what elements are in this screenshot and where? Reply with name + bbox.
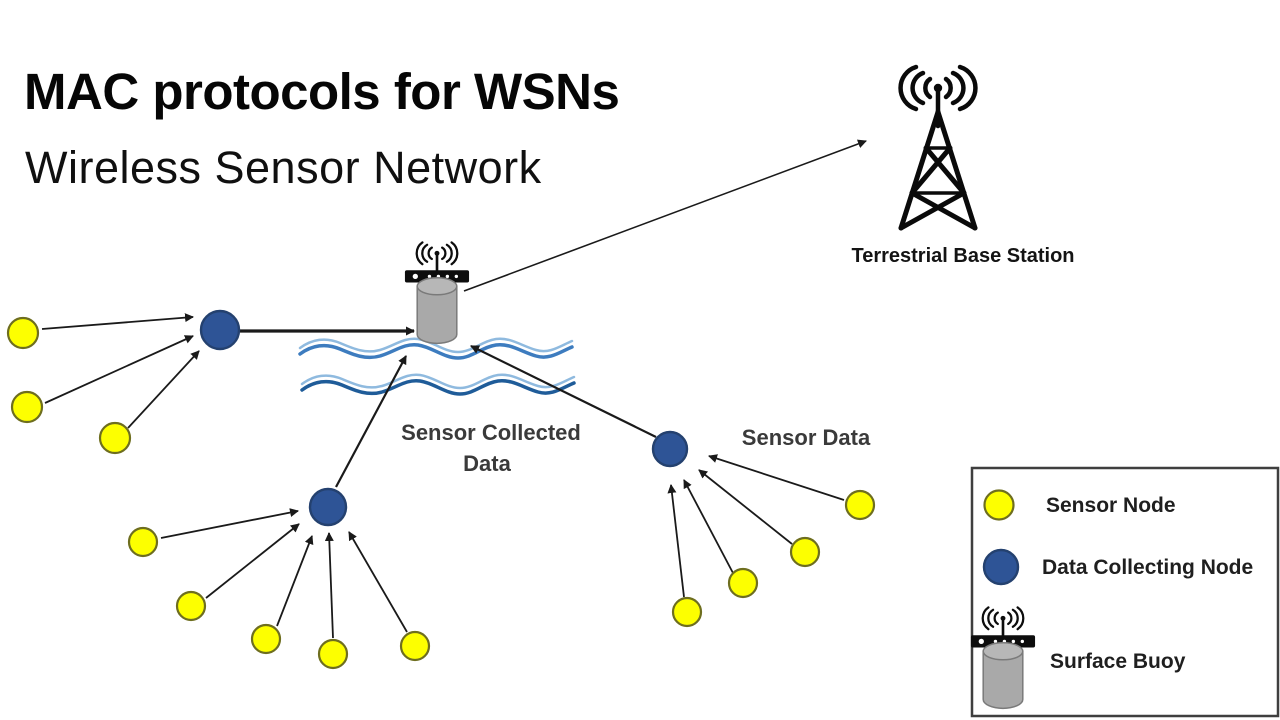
legend-label-sensor-node: Sensor Node	[1046, 494, 1176, 517]
data-flow-arrow	[708, 454, 845, 501]
legend-item-surface-buoy: Surface Buoy	[970, 606, 1186, 710]
sensor-collected-data-label-line2: Data	[463, 451, 511, 476]
data-flow-arrow	[683, 479, 734, 574]
legend-box: Sensor Node Data Collecting Node Surface…	[970, 466, 1280, 718]
sensor-node	[844, 489, 876, 521]
sensor-node	[671, 596, 703, 628]
data-collecting-node-swatch	[982, 548, 1020, 586]
water-waves	[298, 337, 576, 396]
surface-buoy-icon	[404, 241, 470, 345]
sensor-node	[6, 316, 40, 350]
data-flow-arrows	[41, 139, 867, 639]
sensor-data-label: Sensor Data	[742, 425, 871, 450]
legend-item-data-collecting-node: Data Collecting Node	[982, 548, 1253, 586]
sensor-node	[10, 390, 44, 424]
sensor-collected-data-label-line1: Sensor Collected	[401, 420, 581, 445]
page-title: MAC protocols for WSNs	[24, 63, 620, 120]
data-flow-arrow	[44, 335, 194, 404]
data-flow-arrow	[348, 531, 408, 633]
data-flow-arrow	[470, 345, 657, 438]
sensor-node	[175, 590, 207, 622]
sensor-node	[317, 638, 349, 670]
data-flow-arrow	[667, 484, 685, 598]
sensor-node	[399, 630, 431, 662]
sensor-node	[98, 421, 132, 455]
data-flow-arrow	[463, 139, 867, 292]
legend-item-sensor-node: Sensor Node	[983, 489, 1176, 521]
sensor-node-swatch	[983, 489, 1015, 521]
sensor-node	[727, 567, 759, 599]
data-flow-arrow	[160, 508, 299, 539]
legend-label-data-collecting-node: Data Collecting Node	[1042, 556, 1253, 579]
sensor-node	[789, 536, 821, 568]
legend-label-surface-buoy: Surface Buoy	[1050, 650, 1186, 673]
base-station-icon	[898, 64, 978, 231]
page-subtitle: Wireless Sensor Network	[25, 142, 542, 193]
data-flow-arrow	[335, 355, 407, 488]
data-flow-arrow	[324, 532, 334, 639]
network-nodes	[6, 309, 876, 670]
base-station-label: Terrestrial Base Station	[851, 245, 1074, 267]
data-flow-arrow	[41, 313, 194, 330]
data-collecting-node	[308, 487, 348, 527]
data-collecting-node	[651, 430, 689, 468]
sensor-node	[250, 623, 282, 655]
data-flow-arrow	[127, 350, 200, 429]
data-flow-arrow	[205, 523, 300, 599]
data-flow-arrow	[698, 469, 793, 545]
sensor-node	[127, 526, 159, 558]
data-collecting-node	[199, 309, 241, 351]
data-flow-arrow	[276, 535, 314, 627]
